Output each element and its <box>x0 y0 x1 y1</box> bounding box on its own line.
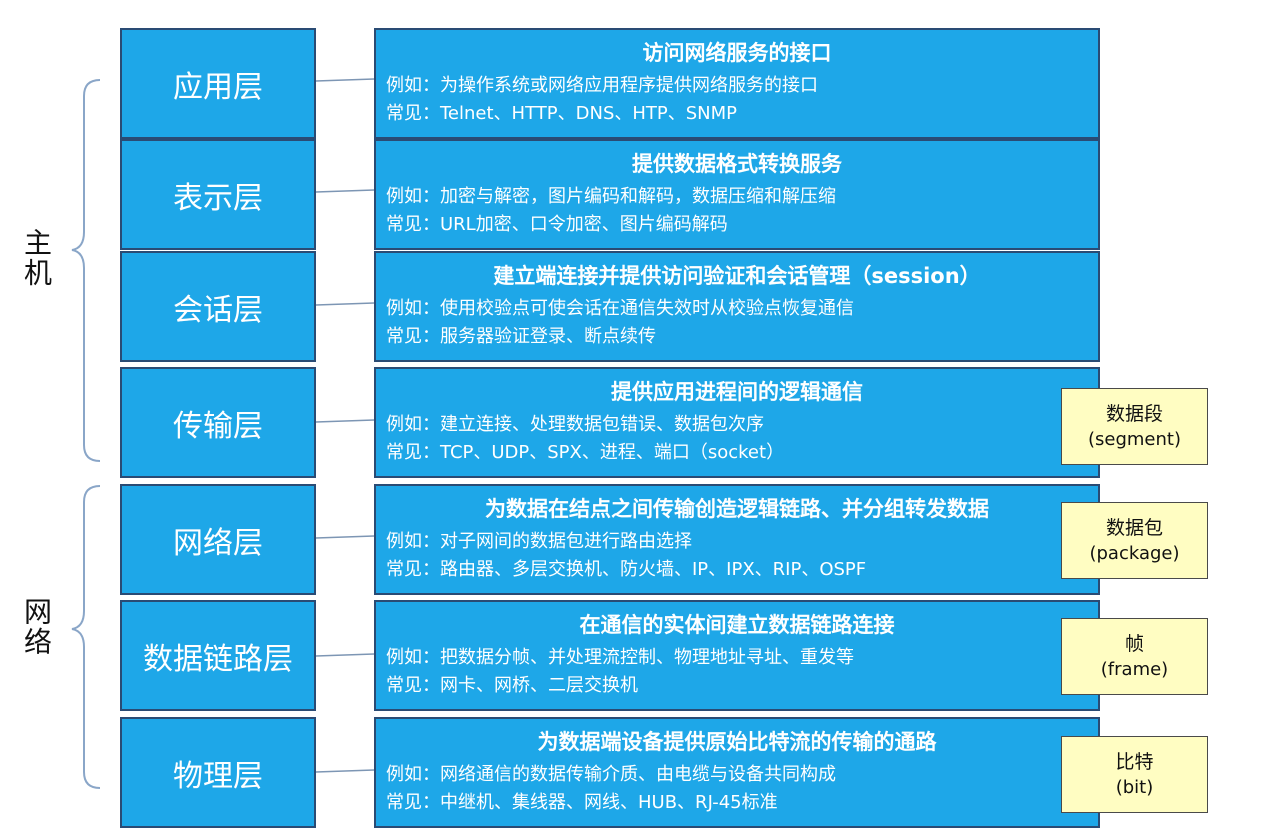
layer-common-protocols: 常见：TCP、UDP、SPX、进程、端口（socket） <box>386 442 785 463</box>
pdu-english-name: (frame) <box>1100 658 1169 680</box>
layer-function-title: 在通信的实体间建立数据链路连接 <box>579 613 895 637</box>
layer-common-protocols: 常见：Telnet、HTTP、DNS、HTP、SNMP <box>386 103 738 124</box>
layer-network-description: 为数据在结点之间传输创造逻辑链路、并分组转发数据 例如：对子网间的数据包进行路由… <box>374 484 1100 595</box>
pdu-english-name: (bit) <box>1115 776 1154 798</box>
layer-network: 网络层 <box>120 484 316 595</box>
layer-example: 例如：建立连接、处理数据包错误、数据包次序 <box>386 414 764 435</box>
pdu-english-name: (segment) <box>1088 428 1181 450</box>
layer-session: 会话层 <box>120 251 316 362</box>
host-group-brace <box>71 79 101 462</box>
connector-line <box>315 653 375 657</box>
layer-name: 物理层 <box>173 758 263 794</box>
layer-presentation: 表示层 <box>120 139 316 250</box>
layer-example: 例如：加密与解密，图片编码和解码，数据压缩和解压缩 <box>386 186 836 207</box>
layer-example: 例如：网络通信的数据传输介质、由电缆与设备共同构成 <box>386 764 836 785</box>
layer-common-protocols: 常见：路由器、多层交换机、防火墙、IP、IPX、RIP、OSPF <box>386 559 867 580</box>
network-group-brace <box>71 485 101 789</box>
layer-function-title: 提供应用进程间的逻辑通信 <box>611 380 863 404</box>
layer-data-link-description: 在通信的实体间建立数据链路连接 例如：把数据分帧、并处理流控制、物理地址寻址、重… <box>374 600 1100 711</box>
pdu-bit-note: 比特 (bit) <box>1061 736 1208 813</box>
connector-line <box>315 189 375 193</box>
group-label-network: 网络 <box>20 597 53 657</box>
layer-common-protocols: 常见：服务器验证登录、断点续传 <box>386 326 656 347</box>
layer-application-description: 访问网络服务的接口 例如：为操作系统或网络应用程序提供网络服务的接口 常见：Te… <box>374 28 1100 139</box>
pdu-name: 比特 <box>1115 750 1154 773</box>
layer-function-title: 建立端连接并提供访问验证和会话管理（session） <box>493 264 981 288</box>
layer-name: 应用层 <box>173 69 263 105</box>
connector-line <box>315 78 375 82</box>
layer-common-protocols: 常见：中继机、集线器、网线、HUB、RJ-45标准 <box>386 792 778 813</box>
connector-line <box>315 769 375 773</box>
layer-function-title: 为数据在结点之间传输创造逻辑链路、并分组转发数据 <box>485 497 989 521</box>
layer-name: 传输层 <box>173 408 263 444</box>
layer-transport: 传输层 <box>120 367 316 478</box>
layer-physical: 物理层 <box>120 717 316 828</box>
layer-common-protocols: 常见：URL加密、口令加密、图片编码解码 <box>386 214 728 235</box>
layer-example: 例如：对子网间的数据包进行路由选择 <box>386 531 692 552</box>
layer-name: 会话层 <box>173 292 263 328</box>
layer-function-title: 提供数据格式转换服务 <box>632 152 842 176</box>
group-label-host: 主机 <box>20 228 53 288</box>
pdu-package-note: 数据包 (package) <box>1061 502 1208 579</box>
pdu-english-name: (package) <box>1089 542 1180 564</box>
layer-function-title: 为数据端设备提供原始比特流的传输的通路 <box>537 730 937 754</box>
connector-line <box>315 535 375 539</box>
layer-function-title: 访问网络服务的接口 <box>642 41 832 65</box>
layer-data-link: 数据链路层 <box>120 600 316 711</box>
layer-presentation-description: 提供数据格式转换服务 例如：加密与解密，图片编码和解码，数据压缩和解压缩 常见：… <box>374 139 1100 250</box>
layer-session-description: 建立端连接并提供访问验证和会话管理（session） 例如：使用校验点可使会话在… <box>374 251 1100 362</box>
layer-example: 例如：为操作系统或网络应用程序提供网络服务的接口 <box>386 75 818 96</box>
layer-example: 例如：使用校验点可使会话在通信失效时从校验点恢复通信 <box>386 298 854 319</box>
layer-name: 数据链路层 <box>143 641 293 677</box>
layer-name: 网络层 <box>173 525 263 561</box>
layer-application: 应用层 <box>120 28 316 139</box>
layer-name: 表示层 <box>173 180 263 216</box>
layer-example: 例如：把数据分帧、并处理流控制、物理地址寻址、重发等 <box>386 647 854 668</box>
pdu-name: 数据段 <box>1105 402 1163 425</box>
connector-line <box>315 419 375 423</box>
layer-transport-description: 提供应用进程间的逻辑通信 例如：建立连接、处理数据包错误、数据包次序 常见：TC… <box>374 367 1100 478</box>
pdu-frame-note: 帧 (frame) <box>1061 618 1208 695</box>
layer-common-protocols: 常见：网卡、网桥、二层交换机 <box>386 675 638 696</box>
pdu-segment-note: 数据段 (segment) <box>1061 388 1208 465</box>
pdu-name: 帧 <box>1124 632 1144 655</box>
layer-physical-description: 为数据端设备提供原始比特流的传输的通路 例如：网络通信的数据传输介质、由电缆与设… <box>374 717 1100 828</box>
connector-line <box>315 302 375 306</box>
pdu-name: 数据包 <box>1105 516 1163 539</box>
